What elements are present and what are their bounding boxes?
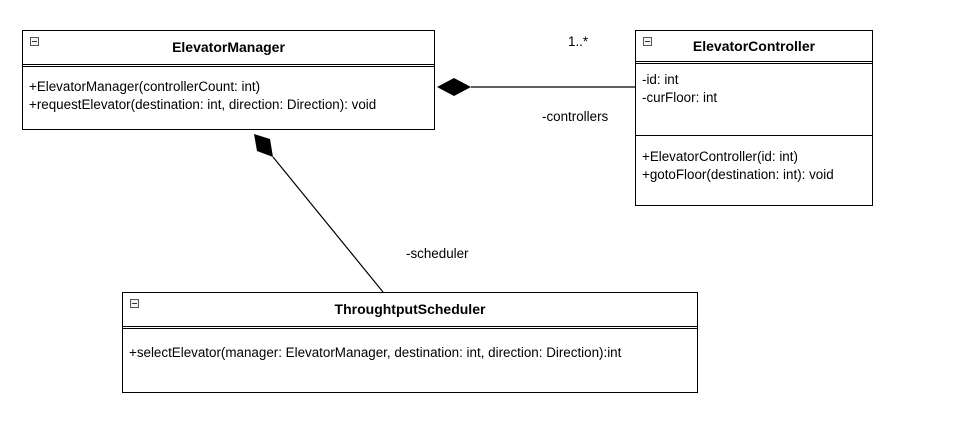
attributes-compartment: -id: int -curFloor: int (636, 64, 872, 135)
composition-diamond-scheduler (254, 134, 273, 157)
operations-compartment: +selectElevator(manager: ElevatorManager… (123, 329, 697, 362)
operation: +gotoFloor(destination: int): void (642, 167, 834, 182)
operation: +ElevatorManager(controllerCount: int) (29, 79, 261, 94)
operation: +selectElevator(manager: ElevatorManager… (129, 345, 622, 360)
operation: +ElevatorController(id: int) (642, 149, 798, 164)
attribute: -id: int (642, 72, 679, 87)
class-header-elevator-manager[interactable]: ElevatorManager (23, 31, 434, 67)
class-name: ThroughtputScheduler (334, 301, 486, 317)
class-header-elevator-controller[interactable]: ElevatorController (636, 31, 872, 64)
collapse-icon[interactable] (643, 37, 652, 46)
class-name: ElevatorManager (172, 39, 285, 55)
multiplicity-label-controllers: 1..* (568, 34, 589, 49)
attribute: -curFloor: int (642, 90, 718, 105)
class-elevator-manager[interactable]: ElevatorManager +ElevatorManager(control… (22, 30, 435, 130)
composition-diamond-controllers (437, 78, 471, 96)
class-name: ElevatorController (692, 38, 816, 54)
class-elevator-controller[interactable]: ElevatorController -id: int -curFloor: i… (635, 30, 873, 206)
operation: +requestElevator(destination: int, direc… (29, 97, 377, 112)
class-header-throughput-scheduler[interactable]: ThroughtputScheduler (123, 293, 697, 329)
composition-controllers[interactable] (437, 78, 635, 96)
operations-compartment: +ElevatorManager(controllerCount: int) +… (23, 67, 434, 114)
class-throughput-scheduler[interactable]: ThroughtputScheduler +selectElevator(man… (122, 292, 698, 393)
collapse-icon[interactable] (30, 37, 39, 46)
collapse-icon[interactable] (130, 299, 139, 308)
composition-scheduler[interactable] (254, 134, 384, 293)
role-label-controllers: -controllers (542, 109, 609, 124)
operations-compartment: +ElevatorController(id: int) +gotoFloor(… (636, 135, 872, 184)
association-line-scheduler (272, 156, 384, 293)
role-label-scheduler: -scheduler (406, 246, 469, 261)
